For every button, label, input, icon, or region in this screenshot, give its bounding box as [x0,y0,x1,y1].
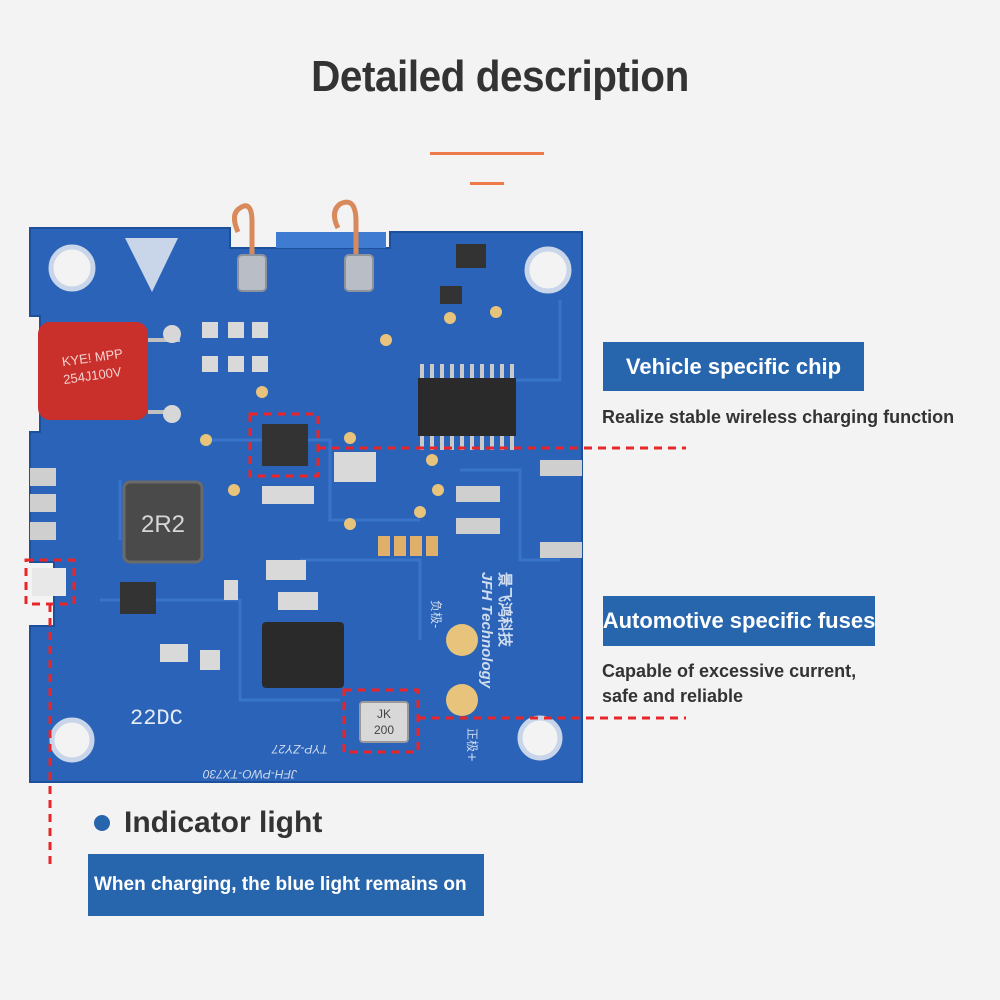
indicator-title-text: Indicator light [124,806,323,839]
fuse-description-line1: Capable of excessive current, [602,661,857,681]
chip-label-box: Vehicle specific chip [603,342,864,391]
bullet-dot-icon [94,815,110,831]
inductor-marking: 2R2 [141,511,185,538]
pad-minus-label: 负极- [429,600,443,628]
fuse-label-box: Automotive specific fuses [603,596,875,646]
vehicle-chip [418,378,516,436]
fuse-marking-1: JK [377,707,391,721]
fuse-description-line2: safe and reliable [602,686,744,706]
esd-warning-icon [125,238,178,292]
indicator-led [32,568,66,596]
silkscreen-model-2: JFH-PWO-TX730 [203,767,298,781]
fuse-callout-frame [342,688,420,754]
pad-negative [446,624,478,656]
inductor-component [122,480,204,564]
silkscreen-code: 22DC [130,706,183,731]
pad-positive [446,684,478,716]
chip-description: Realize stable wireless charging functio… [602,407,955,427]
indicator-callout-frame [24,558,76,606]
capacitor-marking-2: 254J100V [62,364,122,387]
silkscreen-brand-en: JFH Technology [478,572,495,689]
fuse-marking-2: 200 [374,723,394,737]
capacitor-marking-1: KYE! MPP [61,346,124,369]
silkscreen-model-1: TYP-ZY27 [271,742,328,756]
capacitor-component [38,322,148,420]
fuse-component [359,701,409,743]
power-component [262,622,344,688]
chip-callout-frame [248,412,320,478]
silkscreen-brand-cn: 景飞鸿科技 [496,572,514,648]
accent-line-bottom [470,182,504,185]
pad-plus-label: 正极+ [465,728,479,762]
indicator-description-box: When charging, the blue light remains on [88,854,484,916]
indicator-title: Indicator light [94,806,322,840]
accent-line-top [430,152,544,155]
page-title: Detailed description [311,52,689,101]
qfn-chip [262,424,308,466]
